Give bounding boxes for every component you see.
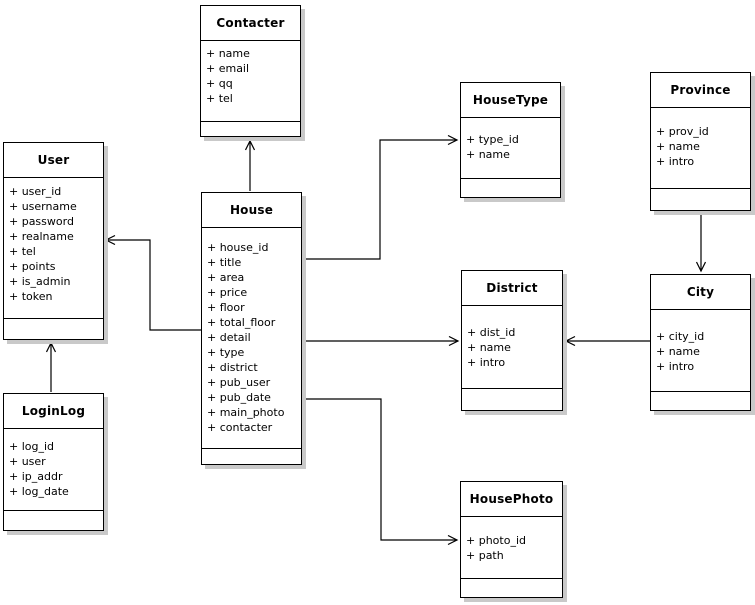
attribute-row: + district	[207, 361, 258, 374]
attribute-row: + log_id	[9, 440, 55, 453]
edge-house-user	[106, 240, 201, 331]
class-contacter[interactable]: Contacter + name + email + qq + tel	[200, 5, 301, 137]
attribute-row: + pub_date	[207, 391, 271, 404]
attribute-row: + intro	[656, 360, 695, 373]
attribute-row: + detail	[207, 331, 251, 344]
class-district-title: District	[462, 271, 562, 306]
attribute-row: + token	[9, 290, 53, 303]
class-house-title: House	[202, 193, 301, 228]
class-loginlog[interactable]: LoginLog + log_id + user + ip_addr + log_da…	[3, 393, 104, 531]
class-housephoto-attributes: + photo_id + path	[461, 517, 562, 579]
class-province-attributes: + prov_id + name + intro	[651, 108, 750, 189]
class-city-title: City	[651, 275, 750, 310]
attribute-row: + main_photo	[207, 406, 285, 419]
attribute-row: + is_admin	[9, 275, 71, 288]
class-contacter-methods	[201, 122, 300, 136]
attribute-row: + contacter	[207, 421, 273, 434]
class-housetype-methods	[461, 179, 560, 197]
attribute-row: + ip_addr	[9, 470, 63, 483]
attribute-row: + qq	[206, 77, 233, 90]
attribute-row: + type_id	[466, 133, 519, 146]
attribute-row: + prov_id	[656, 125, 709, 138]
attribute-row: + points	[9, 260, 56, 273]
class-user-attributes: + user_id + username + password + realname +…	[4, 178, 103, 319]
attribute-row: + realname	[9, 230, 74, 243]
class-house-methods	[202, 449, 301, 464]
class-province-title: Province	[651, 73, 750, 108]
class-housephoto-methods	[461, 579, 562, 597]
attribute-row: + email	[206, 62, 250, 75]
attribute-row: + name	[206, 47, 250, 60]
attribute-row: + photo_id	[466, 534, 526, 547]
class-housetype-attributes: + type_id + name	[461, 118, 560, 179]
attribute-row: + username	[9, 200, 77, 213]
attribute-row: + name	[656, 140, 700, 153]
class-loginlog-methods	[4, 511, 103, 530]
attribute-row: + name	[656, 345, 700, 358]
attribute-row: + price	[207, 286, 248, 299]
attribute-row: + house_id	[207, 241, 269, 254]
attribute-row: + user	[9, 455, 46, 468]
attribute-row: + type	[207, 346, 245, 359]
attribute-row: + dist_id	[467, 326, 516, 339]
attribute-row: + title	[207, 256, 242, 269]
class-house[interactable]: House + house_id + title + area + price + fl…	[201, 192, 302, 465]
class-user-title: User	[4, 143, 103, 178]
class-loginlog-title: LoginLog	[4, 394, 103, 429]
attribute-row: + city_id	[656, 330, 705, 343]
edge-house-housetype	[301, 140, 457, 260]
class-province-methods	[651, 189, 750, 210]
class-city[interactable]: City + city_id + name + intro	[650, 274, 751, 411]
class-housetype-title: HouseType	[461, 83, 560, 118]
class-loginlog-attributes: + log_id + user + ip_addr + log_date	[4, 429, 103, 511]
attribute-row: + floor	[207, 301, 245, 314]
attribute-row: + log_date	[9, 485, 69, 498]
attribute-row: + name	[467, 341, 511, 354]
attribute-row: + user_id	[9, 185, 62, 198]
class-district-methods	[462, 389, 562, 410]
attribute-row: + intro	[656, 155, 695, 168]
class-housetype[interactable]: HouseType + type_id + name	[460, 82, 561, 198]
class-district[interactable]: District + dist_id + name + intro	[461, 270, 563, 411]
class-district-attributes: + dist_id + name + intro	[462, 306, 562, 389]
attribute-row: + path	[466, 549, 504, 562]
edge-house-housephoto	[301, 398, 457, 540]
attribute-row: + password	[9, 215, 74, 228]
attribute-row: + pub_user	[207, 376, 271, 389]
class-contacter-title: Contacter	[201, 6, 300, 41]
class-housephoto[interactable]: HousePhoto + photo_id + path	[460, 481, 563, 598]
attribute-row: + intro	[467, 356, 506, 369]
attribute-row: + tel	[9, 245, 36, 258]
attribute-row: + tel	[206, 92, 233, 105]
class-house-attributes: + house_id + title + area + price + floor + t…	[202, 228, 301, 449]
class-user[interactable]: User + user_id + username + password + real…	[3, 142, 104, 340]
class-user-methods	[4, 319, 103, 339]
attribute-row: + name	[466, 148, 510, 161]
class-contacter-attributes: + name + email + qq + tel	[201, 41, 300, 122]
attribute-row: + total_floor	[207, 316, 276, 329]
class-city-attributes: + city_id + name + intro	[651, 310, 750, 392]
attribute-row: + area	[207, 271, 245, 284]
class-housephoto-title: HousePhoto	[461, 482, 562, 517]
class-province[interactable]: Province + prov_id + name + intro	[650, 72, 751, 211]
class-city-methods	[651, 392, 750, 410]
